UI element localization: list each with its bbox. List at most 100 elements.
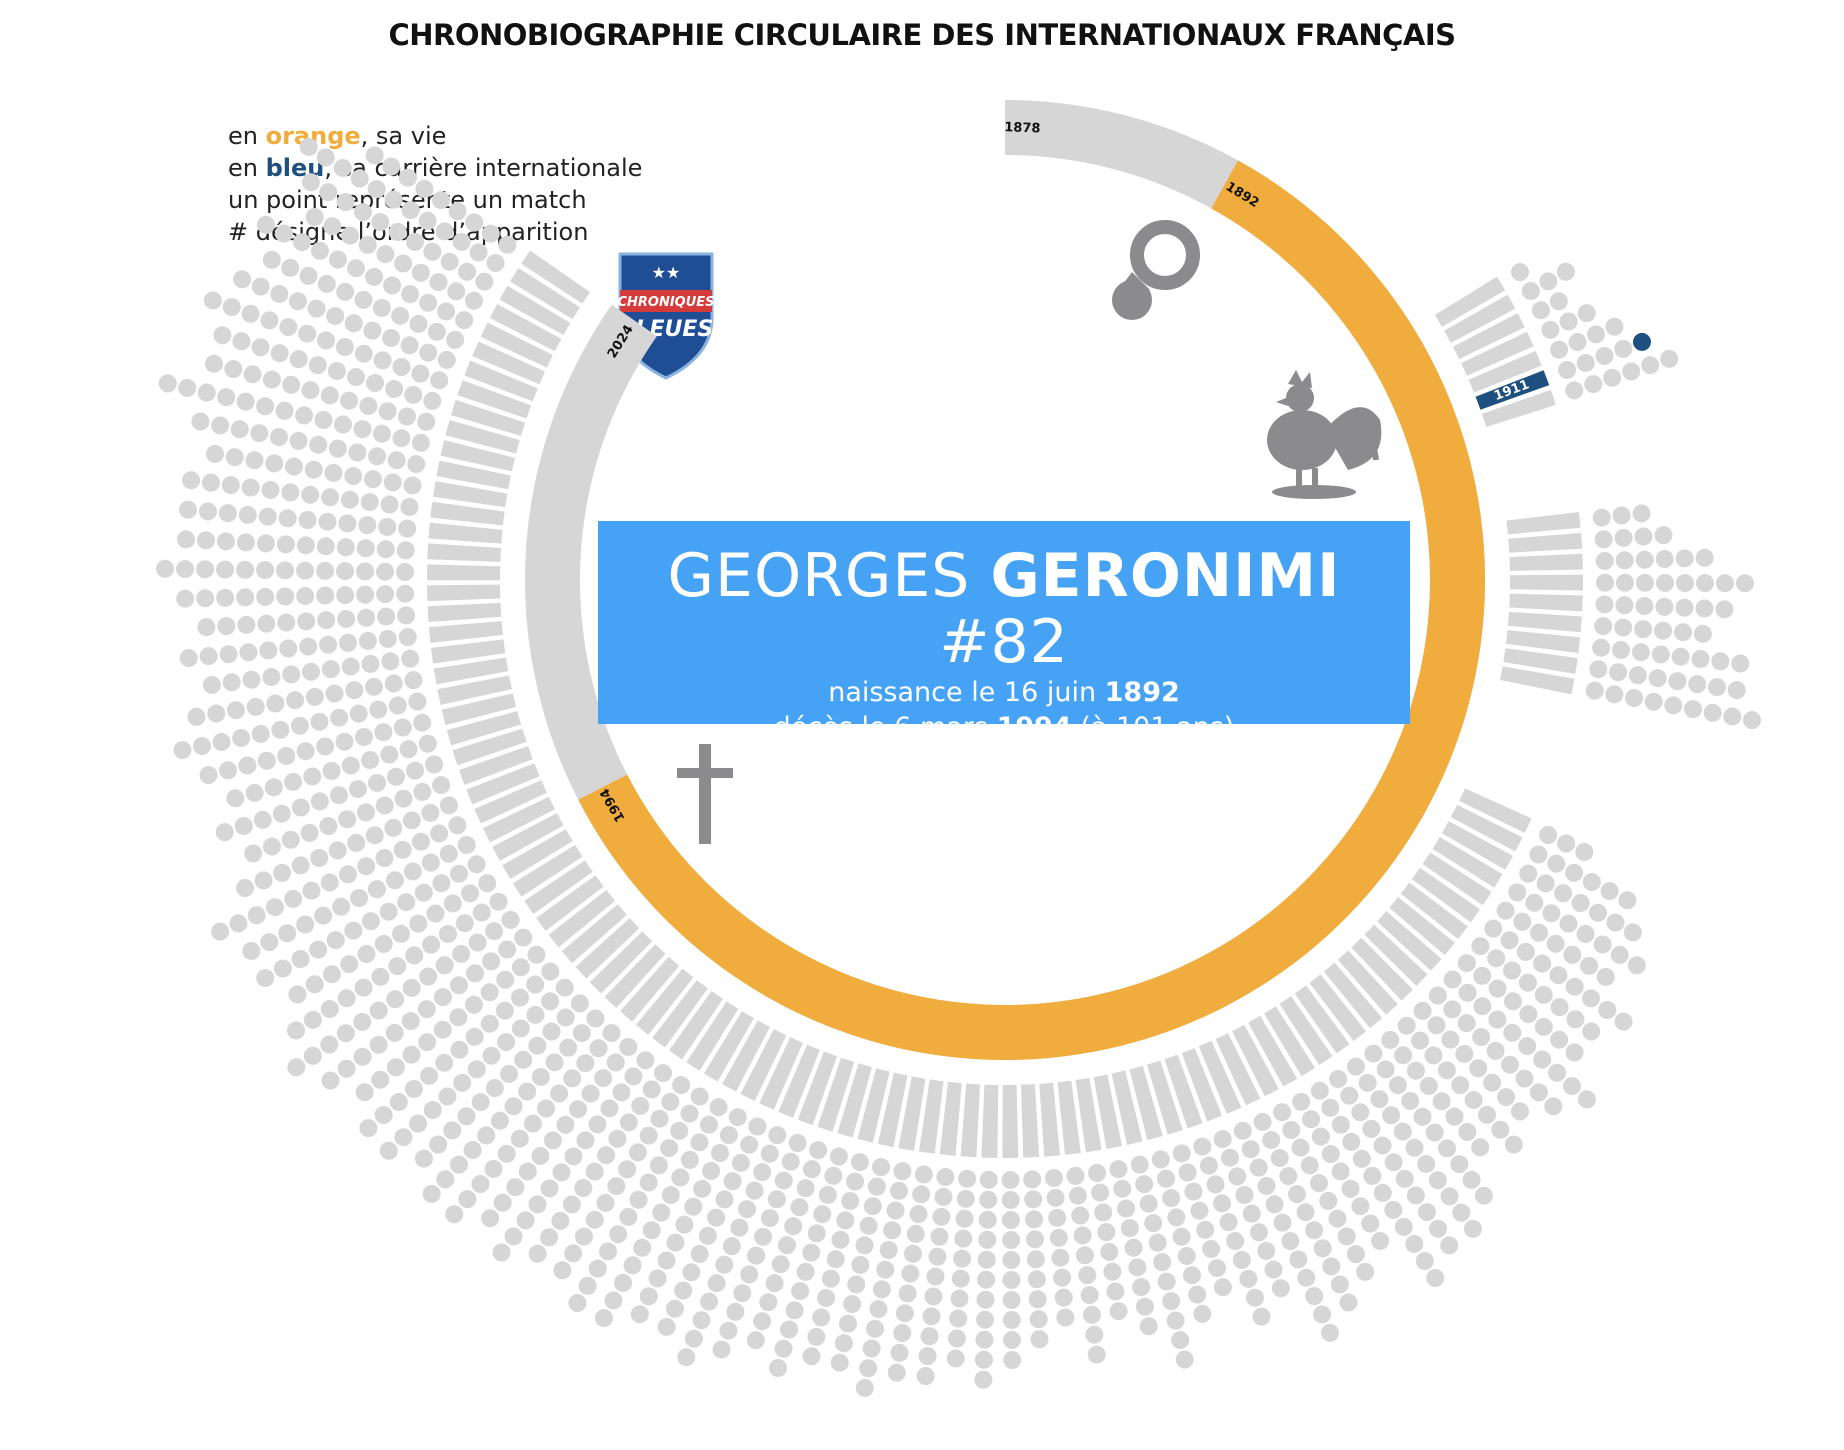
match-dot bbox=[1521, 282, 1540, 301]
match-dot bbox=[1565, 977, 1584, 996]
match-dot bbox=[523, 1114, 542, 1133]
match-dot bbox=[1533, 1050, 1552, 1069]
year-tick bbox=[669, 990, 723, 1060]
match-dot bbox=[376, 562, 395, 581]
match-dot bbox=[1088, 1163, 1107, 1182]
match-dot bbox=[303, 1010, 322, 1029]
year-tick bbox=[464, 360, 538, 402]
match-dot bbox=[1094, 1203, 1113, 1222]
match-dot bbox=[236, 533, 255, 552]
match-dot bbox=[1252, 1307, 1271, 1326]
match-dot bbox=[670, 1121, 689, 1140]
year-tick bbox=[635, 968, 694, 1035]
match-dot bbox=[1496, 901, 1515, 920]
match-dot bbox=[397, 893, 416, 912]
match-dot bbox=[648, 1269, 667, 1288]
match-dot bbox=[310, 792, 329, 811]
match-dot bbox=[321, 488, 340, 507]
match-dot bbox=[1025, 1230, 1044, 1249]
match-dot bbox=[872, 1158, 891, 1177]
match-dot bbox=[633, 1238, 652, 1257]
match-dot bbox=[809, 1141, 828, 1160]
year-tick bbox=[1441, 821, 1513, 870]
match-dot bbox=[1066, 1166, 1085, 1185]
match-dot bbox=[1428, 1171, 1447, 1190]
year-tick bbox=[536, 875, 604, 931]
match-dot bbox=[1510, 1102, 1529, 1121]
match-dot bbox=[196, 589, 215, 608]
match-dot bbox=[618, 1160, 637, 1179]
match-dot bbox=[391, 306, 410, 325]
year-tick bbox=[492, 813, 564, 861]
match-dot bbox=[956, 1189, 975, 1208]
year-tick bbox=[441, 693, 517, 726]
match-dot bbox=[1443, 1000, 1462, 1019]
match-dot bbox=[398, 168, 417, 187]
year-tick bbox=[457, 380, 532, 419]
birth-year: 1892 bbox=[1104, 677, 1180, 708]
match-dot bbox=[381, 328, 400, 347]
match-dot bbox=[774, 1339, 793, 1358]
year-tick bbox=[474, 780, 548, 824]
match-dot bbox=[564, 1244, 583, 1263]
match-dot bbox=[317, 331, 336, 350]
match-dot bbox=[400, 336, 419, 355]
match-dot bbox=[1516, 942, 1535, 961]
match-dot bbox=[639, 1126, 658, 1145]
match-dot bbox=[465, 1027, 484, 1046]
legend-text: en bbox=[228, 122, 266, 150]
match-dot bbox=[417, 412, 436, 431]
match-dot bbox=[543, 1131, 562, 1150]
match-dot bbox=[830, 1353, 849, 1372]
match-dot bbox=[1028, 1290, 1047, 1309]
match-dot bbox=[485, 1079, 504, 1098]
match-dot bbox=[1300, 1156, 1319, 1175]
match-dot bbox=[528, 1036, 547, 1055]
match-dot bbox=[469, 243, 488, 262]
match-dot bbox=[222, 673, 241, 692]
match-dot bbox=[759, 1293, 778, 1312]
match-dot bbox=[753, 1163, 772, 1182]
match-dot bbox=[358, 631, 377, 650]
match-dot bbox=[265, 454, 284, 473]
match-dot bbox=[448, 816, 467, 835]
match-dot bbox=[429, 273, 448, 292]
match-dot bbox=[310, 848, 329, 867]
match-dot bbox=[1592, 508, 1611, 527]
match-dot bbox=[1582, 1022, 1601, 1041]
match-dot bbox=[256, 397, 275, 416]
match-dot bbox=[1262, 1130, 1281, 1149]
match-dot bbox=[1352, 1149, 1371, 1168]
death-age: (à 101 ans) bbox=[1071, 712, 1235, 743]
match-dot bbox=[680, 1150, 699, 1169]
year-tick bbox=[686, 1001, 739, 1071]
match-dot bbox=[824, 1166, 843, 1185]
match-dot bbox=[1213, 1194, 1232, 1213]
match-dot bbox=[402, 1045, 421, 1064]
match-dot bbox=[909, 1205, 928, 1224]
match-dot bbox=[288, 985, 307, 1004]
match-dot bbox=[425, 755, 444, 774]
match-dot bbox=[384, 674, 403, 693]
match-dot bbox=[367, 880, 386, 899]
match-dot bbox=[760, 1209, 779, 1228]
match-dot bbox=[1157, 1272, 1176, 1291]
match-dot bbox=[218, 504, 237, 523]
match-dot bbox=[1331, 1162, 1350, 1181]
match-dot bbox=[1566, 1010, 1585, 1029]
year-tick bbox=[1264, 1006, 1316, 1077]
match-dot bbox=[482, 1046, 501, 1065]
match-dot bbox=[1282, 1120, 1301, 1139]
match-dot bbox=[282, 375, 301, 394]
match-dot bbox=[314, 906, 333, 925]
match-dot bbox=[497, 1033, 516, 1052]
match-dot bbox=[368, 447, 387, 466]
match-dot bbox=[1500, 931, 1519, 950]
match-dot bbox=[1581, 989, 1600, 1008]
match-dot bbox=[978, 1230, 997, 1249]
match-dot bbox=[1321, 1098, 1340, 1117]
match-dot bbox=[753, 1312, 772, 1331]
match-dot bbox=[1484, 919, 1503, 938]
year-tick bbox=[1503, 648, 1578, 674]
match-dot bbox=[495, 1001, 514, 1020]
